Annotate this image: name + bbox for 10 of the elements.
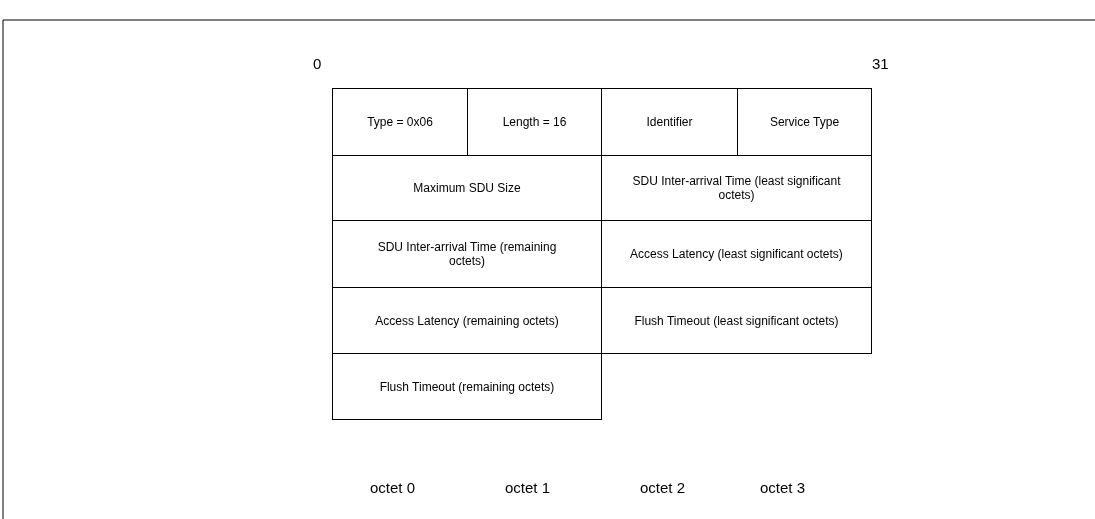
octet-label: octet 1 bbox=[505, 479, 551, 496]
field-cell: Service Type bbox=[737, 88, 872, 156]
octet-label: octet 2 bbox=[640, 479, 686, 496]
field-cell: Flush Timeout (remaining octets) bbox=[332, 353, 602, 420]
field-cell: Type = 0x06 bbox=[332, 88, 468, 156]
field-cell: Flush Timeout (least significant octets) bbox=[601, 287, 872, 354]
octet-label: octet 0 bbox=[370, 479, 416, 496]
bit-number: 0 bbox=[313, 55, 322, 72]
bit-number: 31 bbox=[872, 55, 889, 72]
octet-label: octet 3 bbox=[760, 479, 806, 496]
